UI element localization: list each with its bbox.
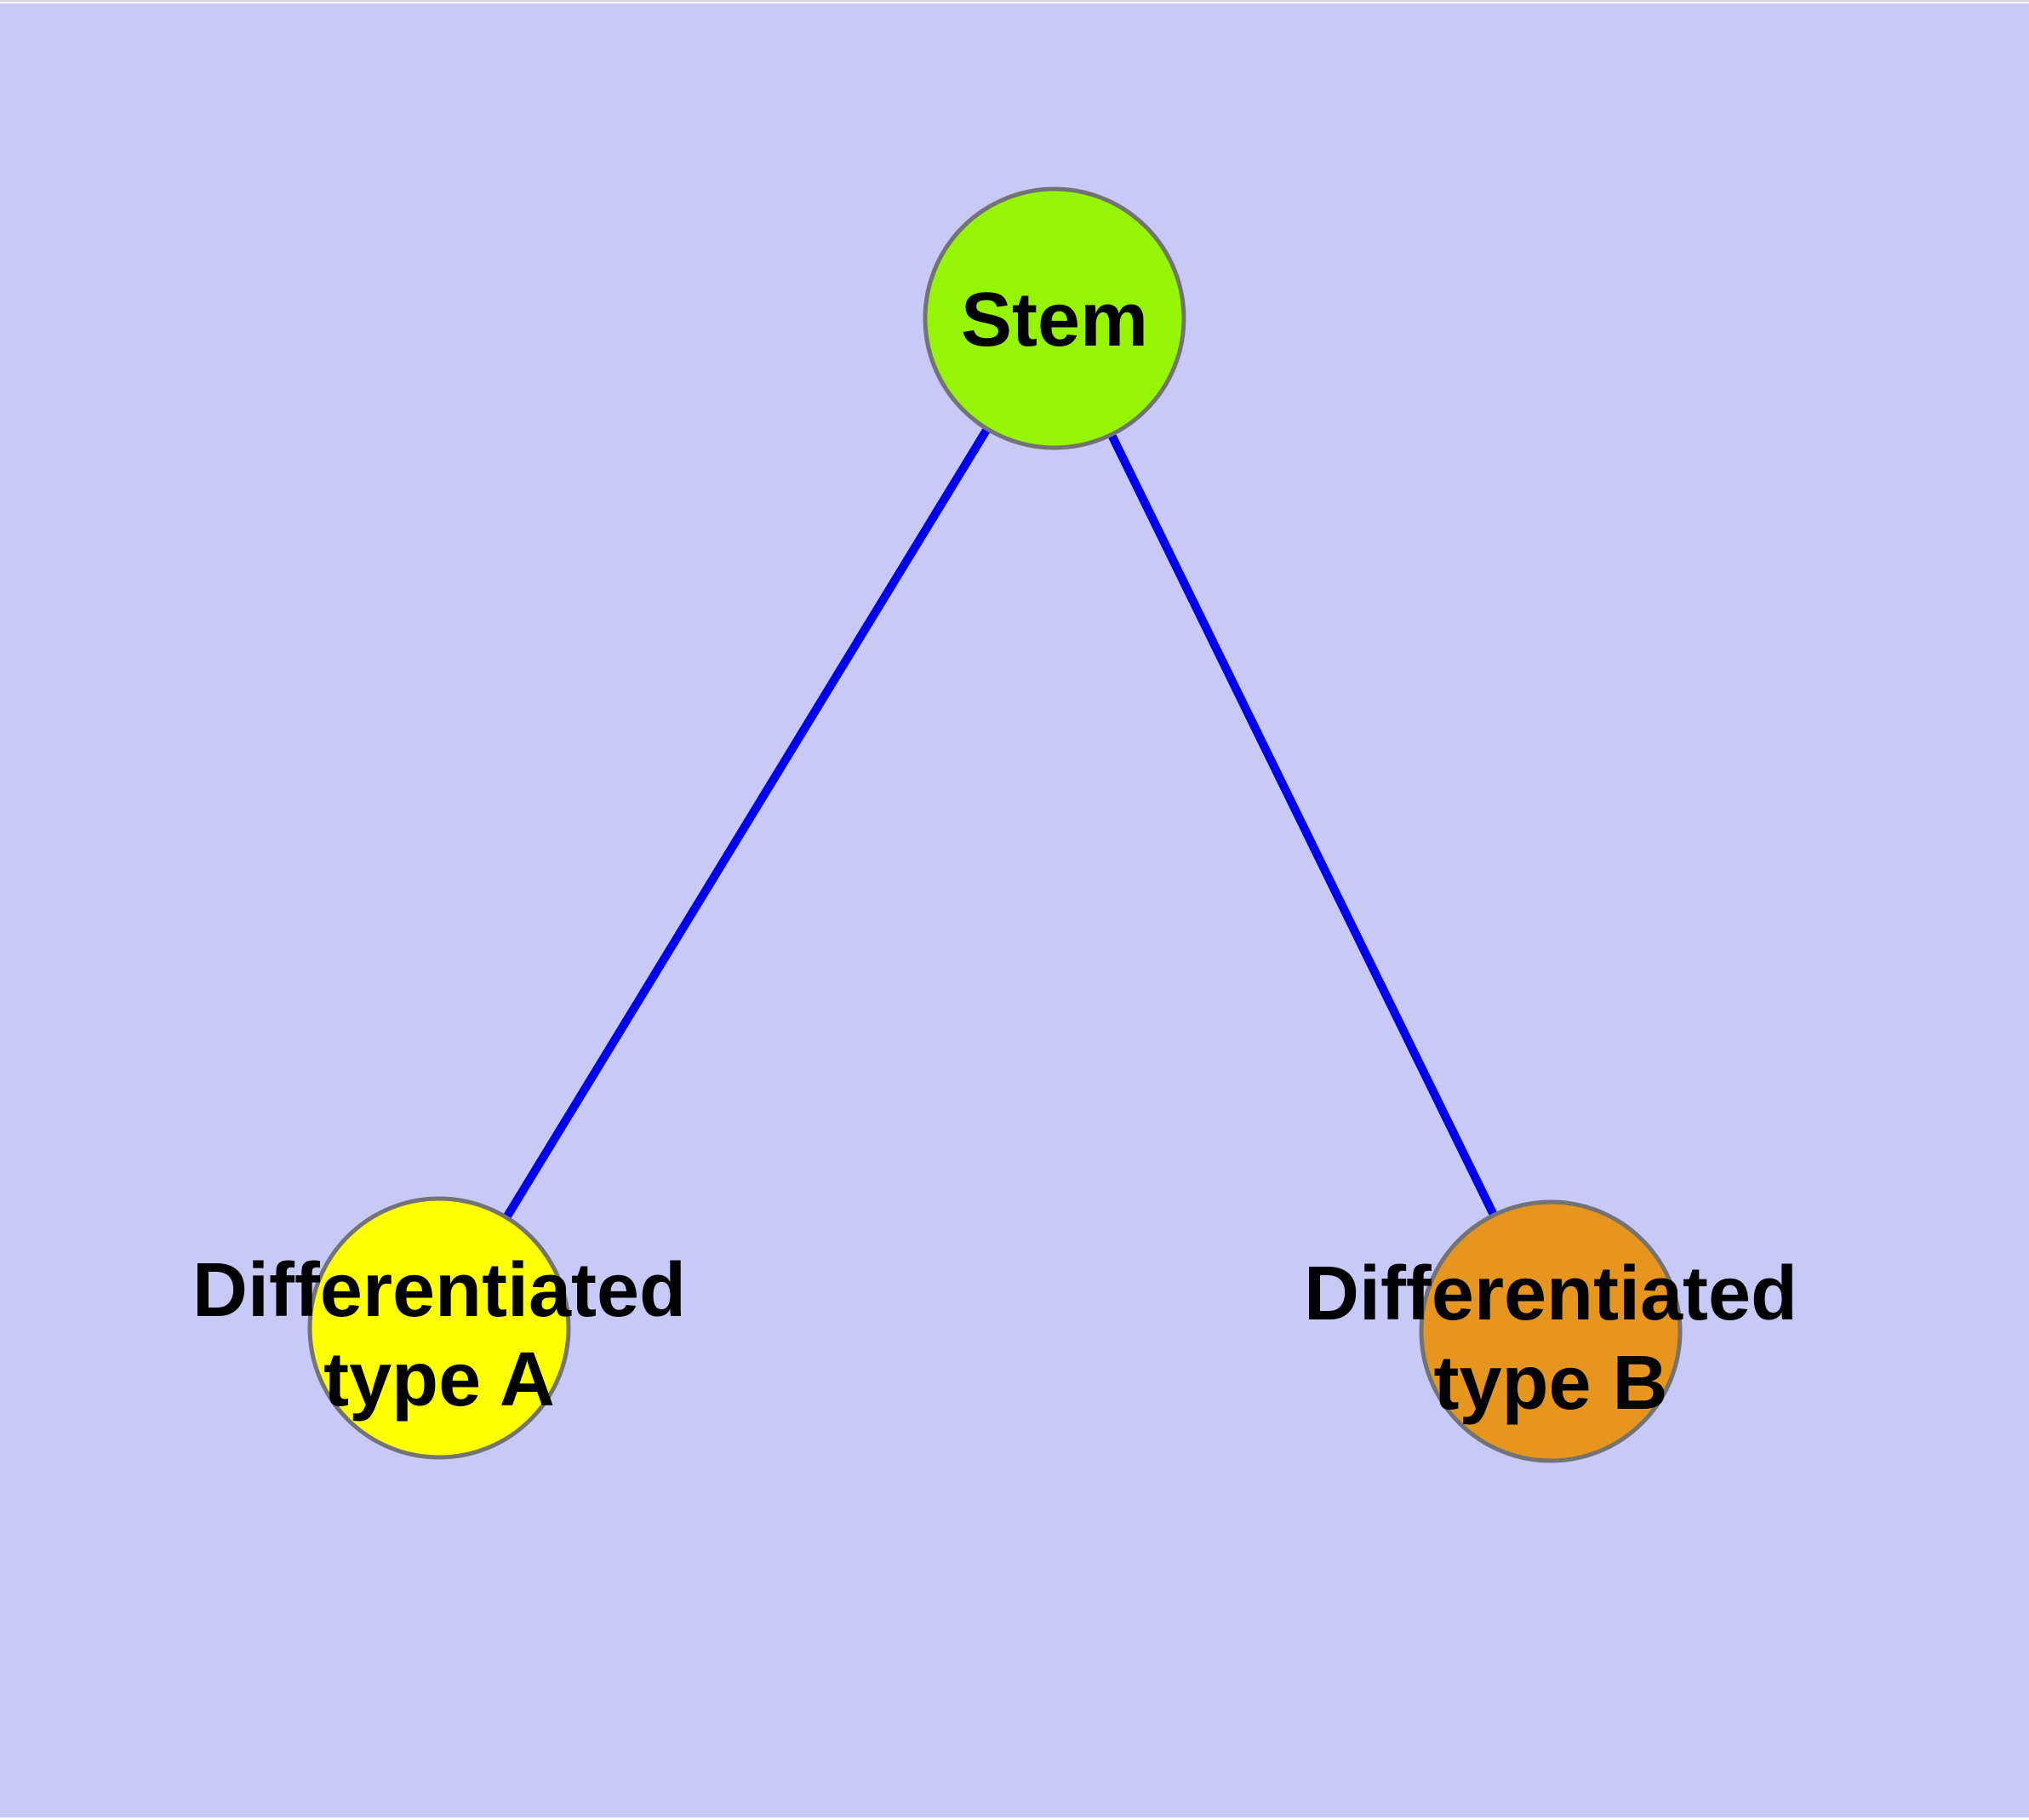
edge-stem-to-type-a <box>435 316 1059 1331</box>
node-type-b-label-line2: type B <box>1433 1341 1667 1426</box>
node-type-b-label-line1: Differentiated <box>1304 1251 1798 1336</box>
node-type-b-circle <box>1419 1199 1683 1463</box>
node-type-a-label-line2: type A <box>323 1337 555 1422</box>
node-stem-label: Stem <box>961 278 1148 363</box>
node-stem-circle <box>923 186 1186 450</box>
edge-stem-to-type-b <box>1050 316 1555 1334</box>
node-type-a-circle <box>307 1196 571 1460</box>
node-type-a-label-line1: Differentiated <box>192 1248 686 1333</box>
top-hairline <box>0 0 2029 2</box>
